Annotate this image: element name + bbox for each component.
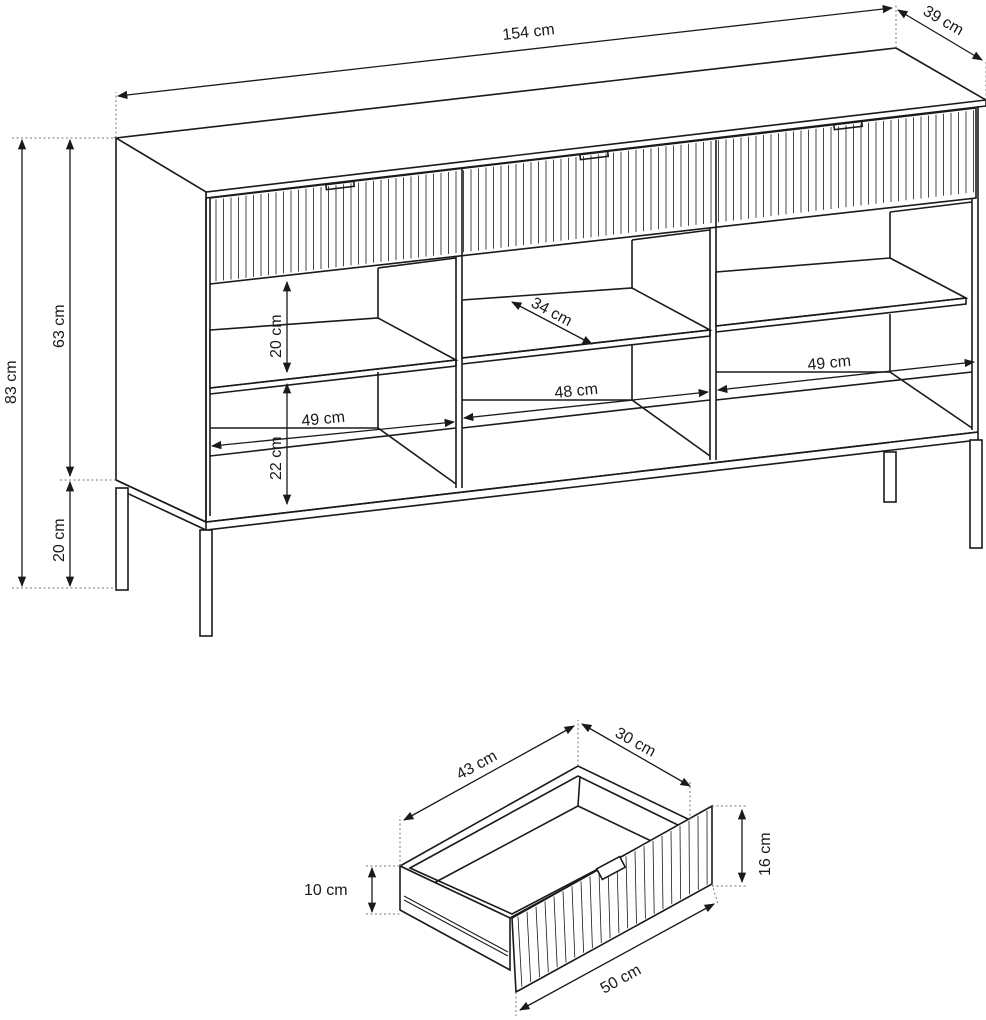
drawer-band [209,107,977,285]
drawer-flutes [215,110,974,282]
drawer-left-side [399,864,511,972]
width-label: 154 cm [502,21,556,44]
drawer-handle-right [832,120,864,131]
drawer-drawing: 43 cm 30 cm 16 cm 10 cm 50 cm [304,720,774,1016]
sideboard-base-rail [115,431,979,523]
drawer-inner-depth-label: 43 cm [454,748,500,784]
body-height-label: 63 cm [51,304,68,348]
middle-compartment-label: 48 cm [554,381,599,402]
total-height-label: 83 cm [3,360,20,404]
drawer-handle-left [324,180,356,191]
drawer-front-handle [595,855,627,881]
left-compartment-dimension-line [210,418,456,450]
legs [115,439,983,637]
sideboard-left-side [115,136,207,524]
middle-compartment-dimension-line [462,388,710,422]
left-compartment-label: 49 cm [301,409,346,430]
sideboard-base-rail-inner [115,432,979,531]
drawer-side-height-label: 10 cm [304,882,348,899]
lower-compartment-label: 22 cm [268,436,285,480]
sideboard-dimensions: 154 cm 39 cm 83 cm 63 cm 20 cm 20 cm 22 … [3,3,986,589]
right-compartment-label: 49 cm [807,353,852,374]
leg-height-label: 20 cm [51,518,68,562]
drawer-front-width-label: 50 cm [598,962,644,998]
drawer-front-height-label: 16 cm [757,832,774,876]
drawer-runner [403,895,509,953]
right-compartment-dimension-line [716,358,976,394]
depth-dimension-line [897,9,983,61]
drawer-inner-depth-line [403,725,575,821]
drawer-handle-middle [578,150,610,161]
shelf-depth-dimension-line [511,301,593,345]
width-dimension-line [116,4,894,100]
drawer-front-width-line [519,903,715,1011]
sideboard-drawing: 154 cm 39 cm 83 cm 63 cm 20 cm 20 cm 22 … [3,3,986,637]
upper-compartment-label: 20 cm [268,314,285,358]
drawer-depth-line [581,723,691,787]
depth-label: 39 cm [920,3,966,40]
